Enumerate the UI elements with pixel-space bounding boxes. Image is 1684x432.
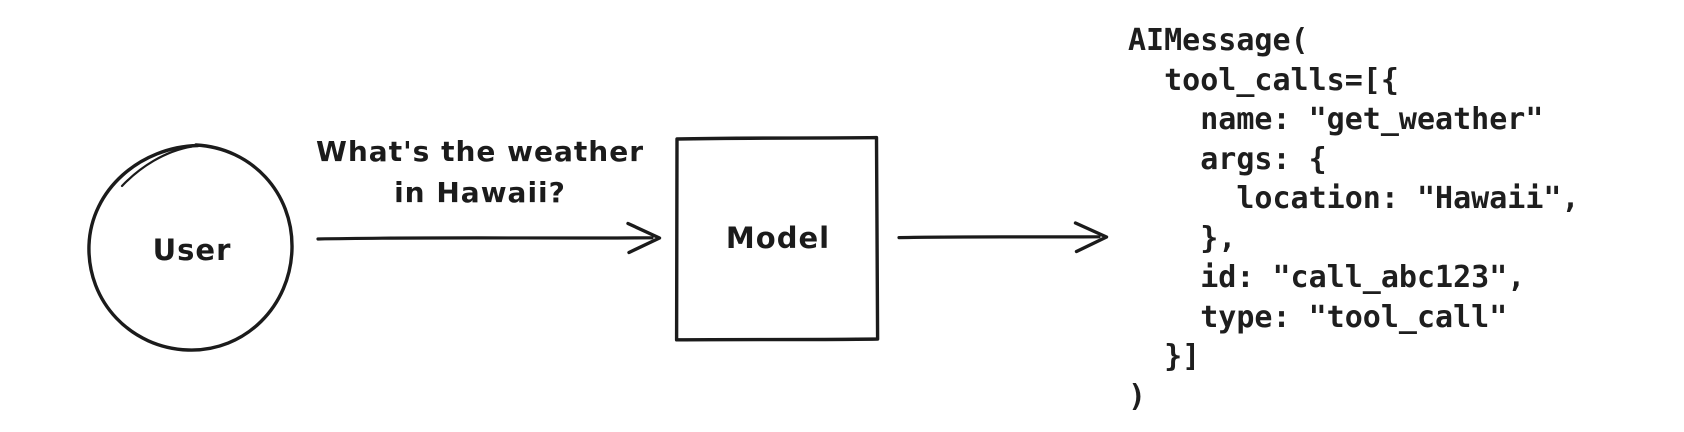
edge-label-line2: in Hawaii? — [394, 176, 566, 209]
model-box-shape — [674, 135, 880, 342]
user-to-model-arrow — [316, 221, 662, 255]
edge-label-line1: What's the weather — [315, 135, 645, 168]
aimessage-code: AIMessage( tool_calls=[{ name: "get_weat… — [1128, 23, 1580, 414]
model-node-label: Model — [725, 221, 831, 255]
model-to-output-arrow — [897, 221, 1109, 254]
user-circle-shape — [87, 143, 294, 352]
user-node-label: User — [152, 233, 232, 267]
user-to-model-edge-label: What's the weather in Hawaii? — [316, 131, 644, 213]
